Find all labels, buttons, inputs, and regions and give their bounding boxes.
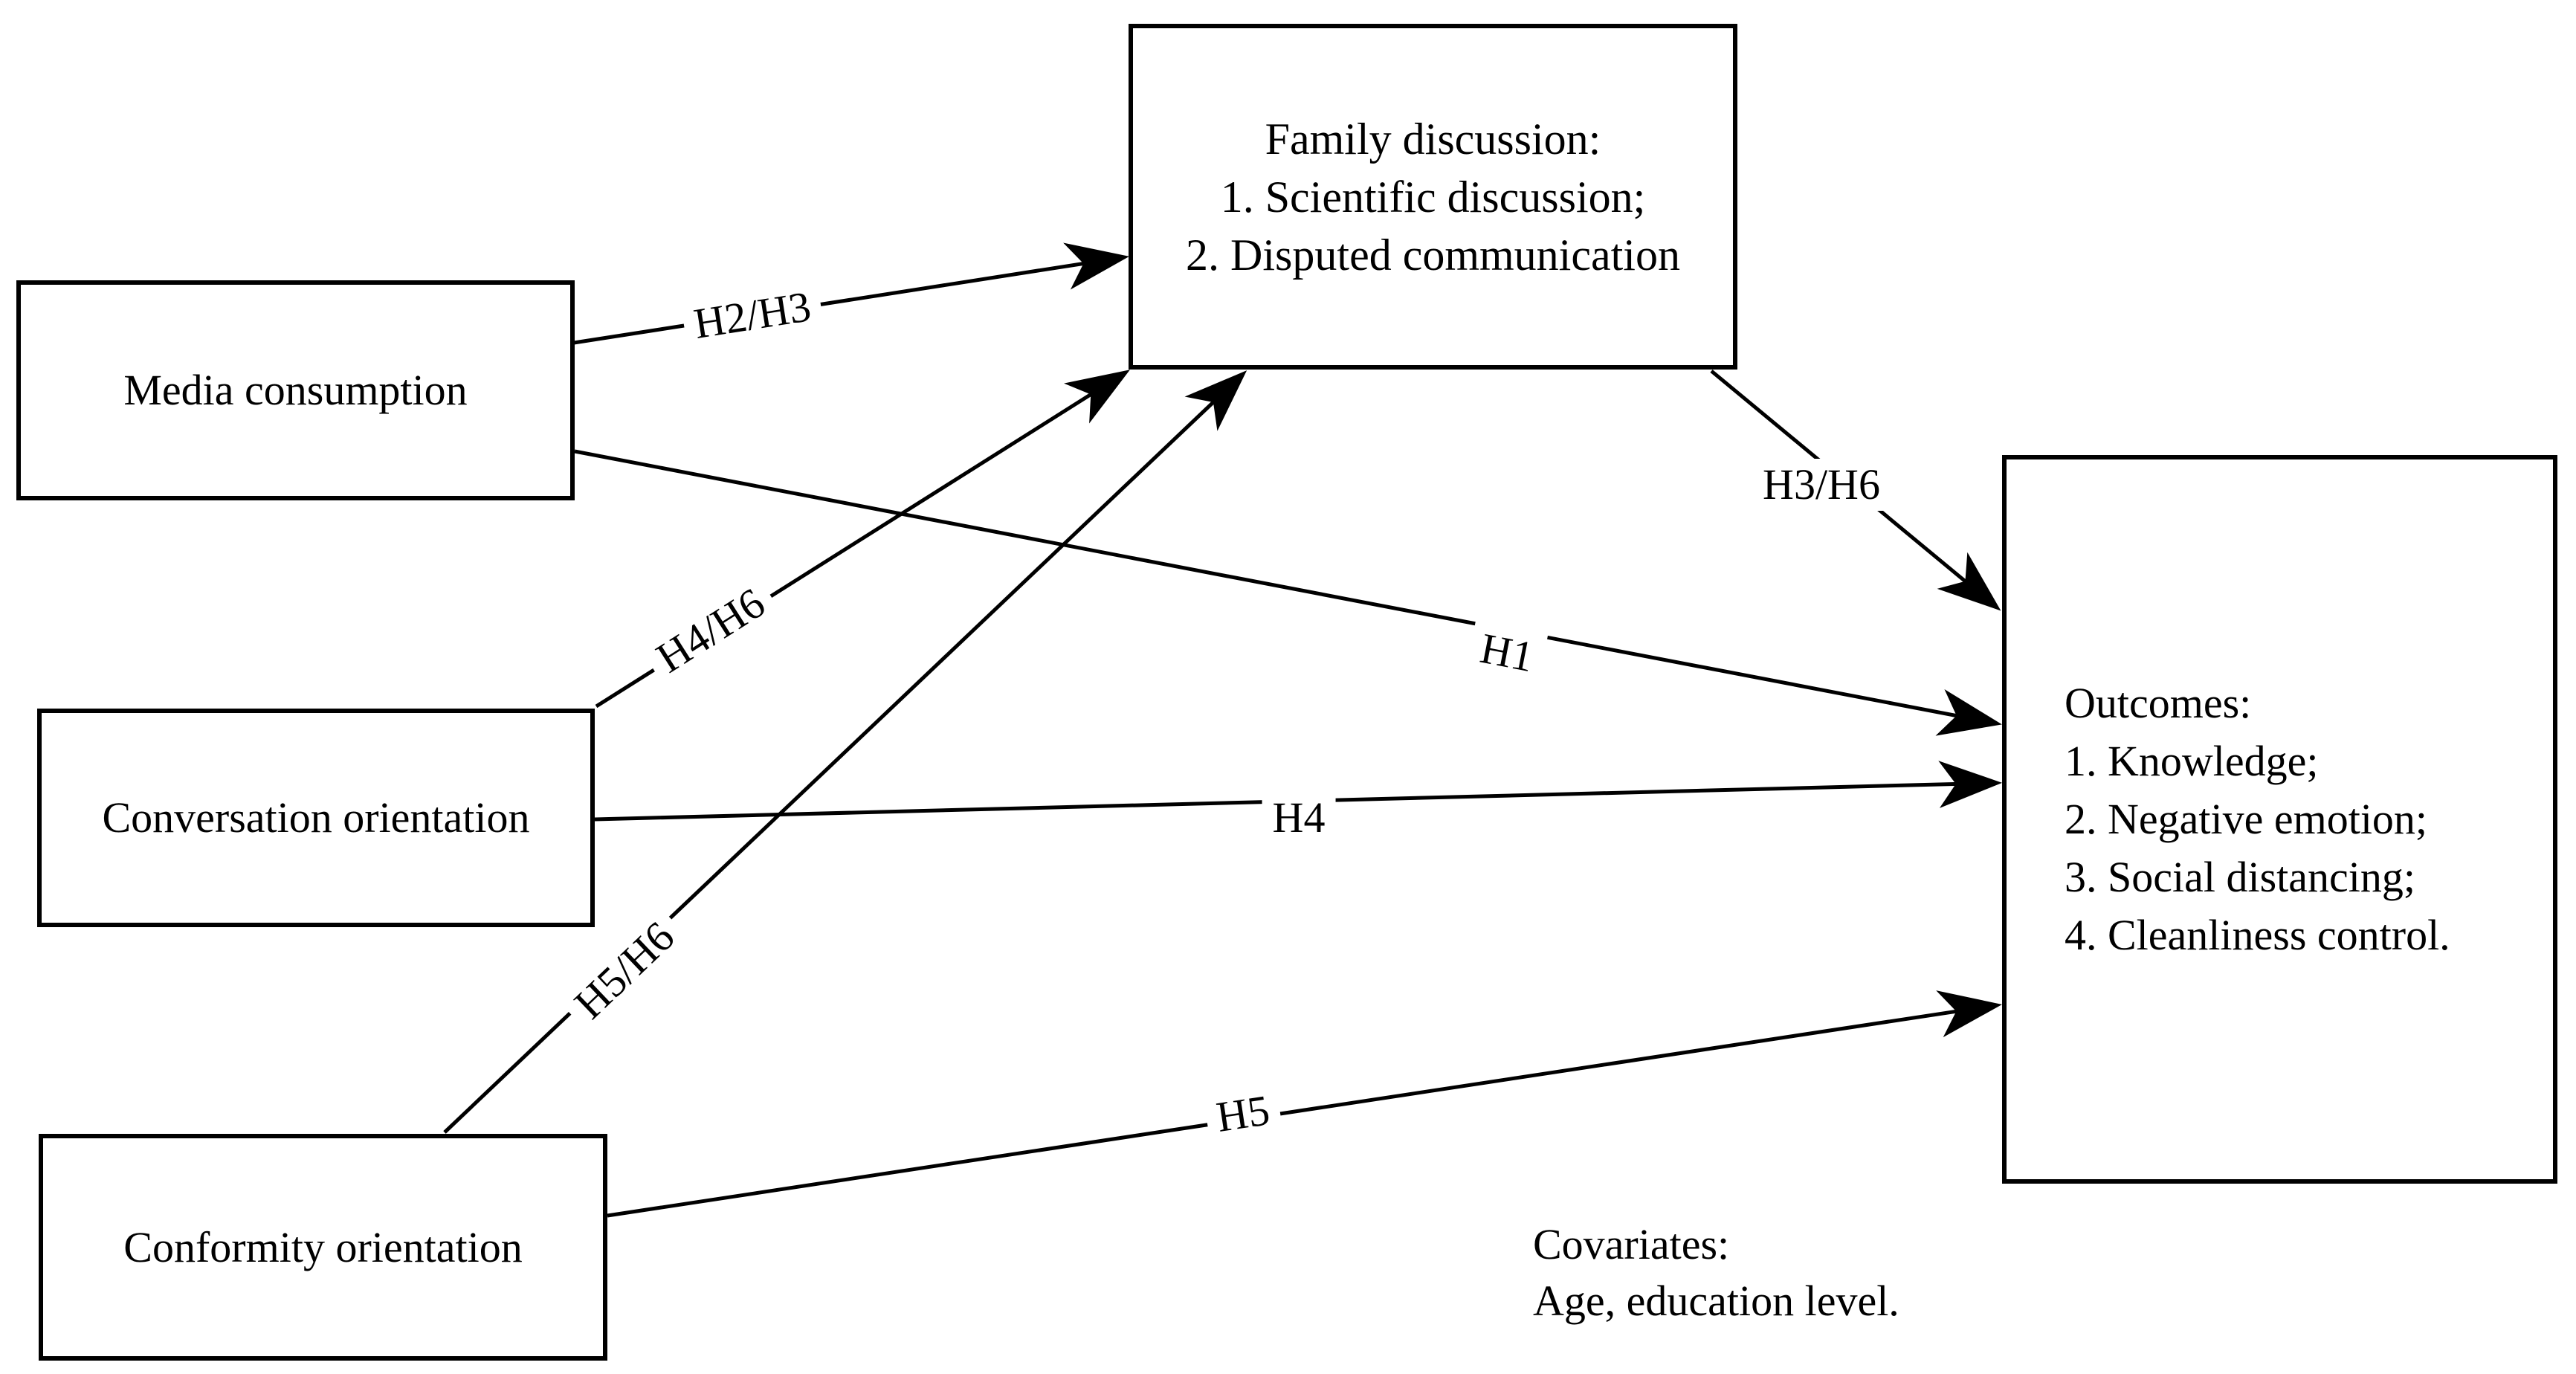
edge-h2h3-media-to-family	[573, 242, 1129, 345]
covariates-title: Covariates:	[1533, 1220, 1730, 1268]
edge-label-h4: H4	[1262, 792, 1336, 844]
node-conformity-orientation: Conformity orientation	[39, 1134, 607, 1361]
edge-label-h5: H5	[1202, 1082, 1284, 1146]
node-family-discussion-title: Family discussion:	[1265, 114, 1601, 164]
node-outcomes-item-1: 1. Knowledge;	[2065, 737, 2319, 785]
node-outcomes-item-4: 4. Cleanliness control.	[2065, 911, 2450, 959]
node-family-discussion: Family discussion: 1. Scientific discuss…	[1129, 24, 1737, 370]
covariates-detail: Age, education level.	[1533, 1277, 1899, 1325]
node-outcomes-item-3: 3. Social distancing;	[2065, 853, 2415, 901]
node-conformity-orientation-label: Conformity orientation	[123, 1222, 523, 1271]
node-conversation-orientation-label: Conversation orientation	[102, 793, 530, 842]
covariates-note: Covariates: Age, education level.	[1533, 1216, 1899, 1329]
node-outcomes-title: Outcomes:	[2065, 679, 2252, 727]
node-family-discussion-item-1: 1. Scientific discussion;	[1220, 172, 1646, 222]
node-media-consumption: Media consumption	[16, 280, 575, 500]
node-media-consumption-label: Media consumption	[123, 366, 468, 414]
edge-h1-media-to-outcomes	[574, 449, 2002, 736]
node-outcomes: Outcomes: 1. Knowledge; 2. Negative emot…	[2002, 455, 2557, 1184]
node-outcomes-item-2: 2. Negative emotion;	[2065, 795, 2428, 843]
node-family-discussion-item-2: 2. Disputed communication	[1186, 230, 1680, 280]
edge-h5-conformity-to-outcomes	[607, 990, 2003, 1218]
node-conversation-orientation: Conversation orientation	[37, 709, 595, 927]
edge-label-h3-h6: H3/H6	[1752, 459, 1891, 511]
